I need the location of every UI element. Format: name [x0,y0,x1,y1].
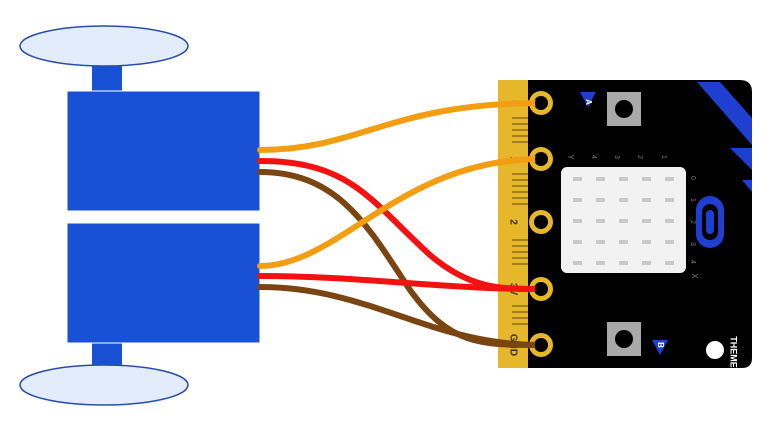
led-cell [596,219,605,223]
led-cell [573,177,582,181]
top-motor [66,90,261,212]
button-b-label: B [656,342,665,348]
led-cell [573,240,582,244]
button-a-marker [580,92,596,107]
row-label: 0 [689,176,696,180]
row-label: 3 [689,242,696,246]
touch-logo-icon [696,196,724,248]
top-axle [92,65,122,93]
theme-indicator [706,341,724,359]
led-cell [642,261,651,265]
row-label: 4 [689,260,696,264]
led-cell [573,219,582,223]
col-label: 3 [613,155,620,159]
pin-pad-overlay [535,97,547,351]
bottom-wheel-assembly [19,340,189,406]
led-cell [642,177,651,181]
led-cell [573,261,582,265]
led-cell [665,198,674,202]
x-axis-label: X [690,273,699,279]
bottom-motor [66,222,261,344]
button-a-label: A [584,99,593,105]
led-cell [619,177,628,181]
led-cell [665,219,674,223]
led-matrix [561,167,686,273]
corner-stripes [697,82,752,192]
wire-orange-top [257,100,544,153]
edge-ticks [512,117,528,325]
button-a[interactable] [607,92,641,126]
wire-red-bottom [257,273,544,292]
top-wheel [19,25,189,67]
row-label: 1 [689,198,696,202]
bottom-wheel [19,364,189,406]
button-b-marker [652,340,668,355]
wire-orange-bottom [257,156,544,269]
microbit-board: 0 1 2 3V GND A B Y 4 [498,80,752,368]
row-label: 2 [689,220,696,224]
led-cell [642,219,651,223]
wires [257,100,544,348]
col-label: 4 [590,155,597,159]
col-label: 1 [660,155,667,159]
y-axis-label: Y [566,154,575,160]
led-cell [573,198,582,202]
top-wheel-assembly [19,25,189,93]
led-cell [619,198,628,202]
led-cell [642,240,651,244]
led-cell [642,198,651,202]
button-b[interactable] [607,322,641,356]
bottom-axle [92,340,122,368]
led-cells [573,177,674,265]
pin-label-2: 2 [507,219,518,225]
led-cell [665,261,674,265]
led-cell [596,240,605,244]
led-cell [596,177,605,181]
col-label: 2 [636,155,643,159]
wire-brown-bottom [257,284,544,348]
led-cell [619,261,628,265]
edge-connector [498,80,528,368]
led-cell [596,261,605,265]
led-cell [619,240,628,244]
led-cell [665,240,674,244]
led-cell [596,198,605,202]
led-cell [665,177,674,181]
theme-label: THEME [729,336,739,368]
led-cell [619,219,628,223]
